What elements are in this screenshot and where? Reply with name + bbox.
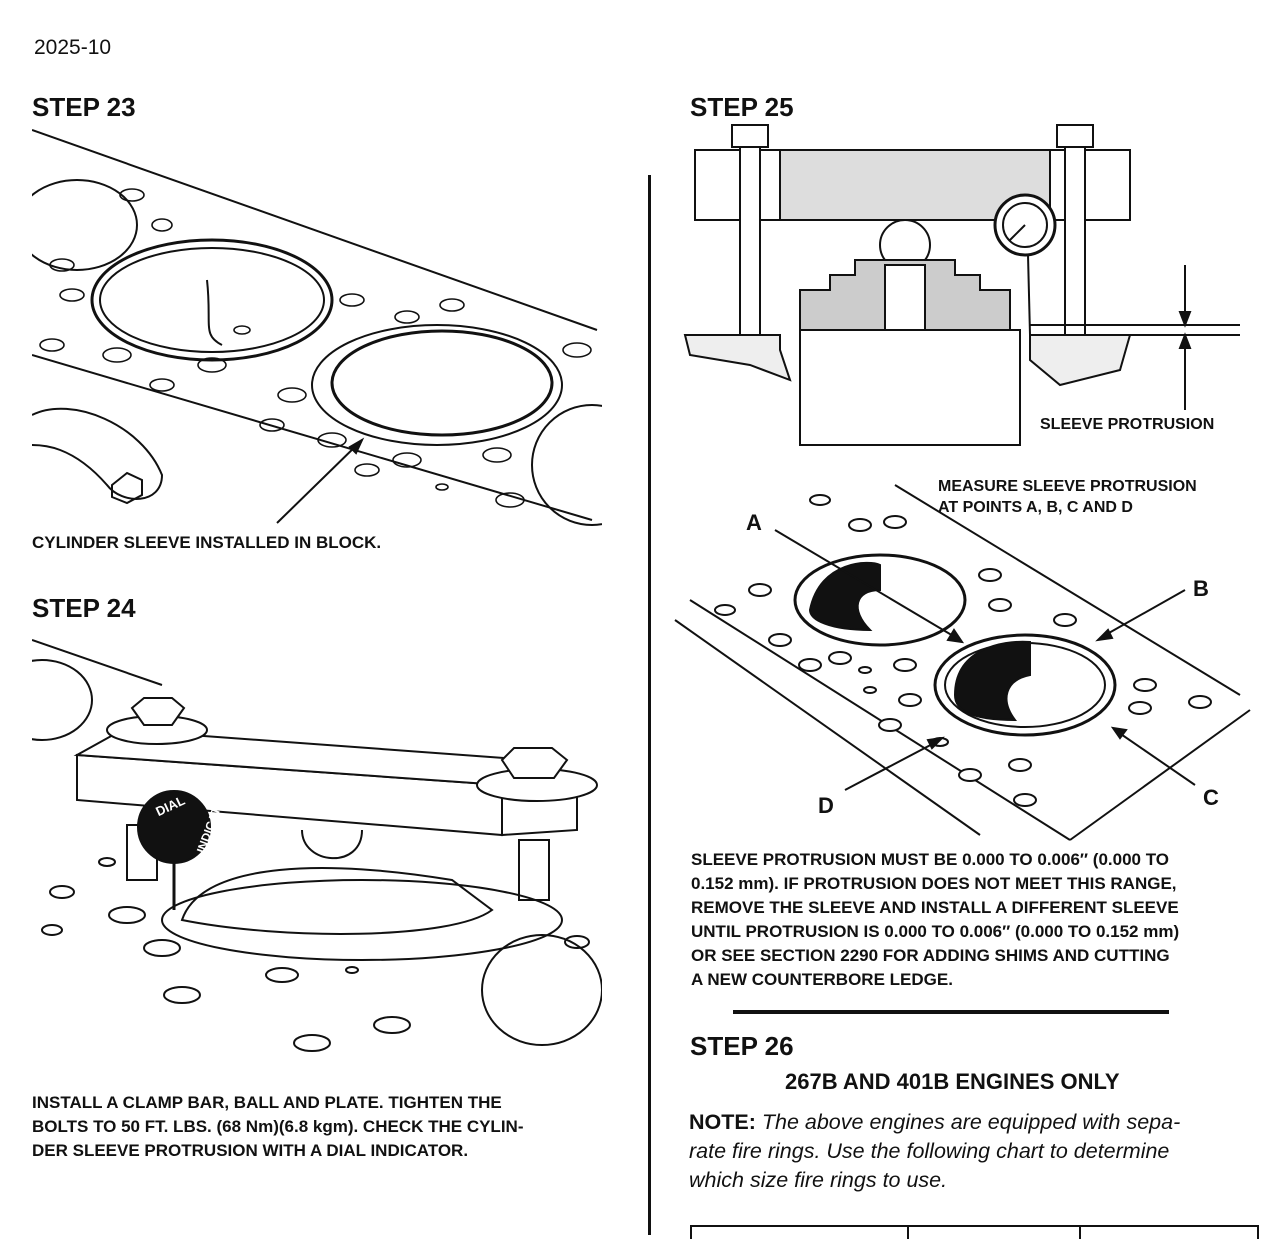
step-23-illustration (32, 129, 602, 526)
body-line: REMOVE THE SLEEVE AND INSTALL A DIFFEREN… (691, 898, 1179, 917)
measure-line: MEASURE SLEEVE PROTRUSION (938, 478, 1197, 495)
note-line: which size fire rings to use. (689, 1168, 948, 1192)
step-26-subtitle: 267B AND 401B ENGINES ONLY (785, 1069, 1120, 1094)
body-line: 0.152 mm). IF PROTRUSION DOES NOT MEET T… (691, 874, 1177, 893)
step-23-title: STEP 23 (32, 92, 136, 122)
point-c-label: C (1203, 785, 1219, 810)
step-25-body: SLEEVE PROTRUSION MUST BE 0.000 TO 0.006… (691, 848, 1179, 992)
step-25-points-illustration (674, 484, 1251, 841)
step-24-illustration: DIAL INDICATOR (32, 639, 602, 1052)
caption-line: INSTALL A CLAMP BAR, BALL AND PLATE. TIG… (32, 1093, 502, 1112)
point-d-label: D (818, 793, 834, 818)
step-23-caption: CYLINDER SLEEVE INSTALLED IN BLOCK. (32, 533, 382, 552)
measure-instruction: MEASURE SLEEVE PROTRUSION AT POINTS A, B… (938, 476, 1197, 518)
point-a-label: A (746, 510, 762, 535)
sleeve-protrusion-label: SLEEVE PROTRUSION (1040, 416, 1215, 433)
note-line: rate fire rings. Use the following chart… (689, 1139, 1170, 1163)
caption-line: DER SLEEVE PROTRUSION WITH A DIAL INDICA… (32, 1141, 469, 1160)
body-line: A NEW COUNTERBORE LEDGE. (691, 970, 953, 989)
point-b-label: B (1193, 576, 1209, 601)
measure-line: AT POINTS A, B, C AND D (938, 499, 1133, 516)
body-line: SLEEVE PROTRUSION MUST BE 0.000 TO 0.006… (691, 850, 1170, 869)
caption-line: BOLTS TO 50 FT. LBS. (68 Nm)(6.8 kgm). C… (32, 1117, 524, 1136)
step-26-title: STEP 26 (690, 1031, 794, 1061)
step-25-section-illustration (683, 124, 1240, 446)
section-rule (733, 1010, 1169, 1014)
step-24-title: STEP 24 (32, 593, 136, 623)
note-line: The above engines are equipped with sepa… (761, 1110, 1181, 1134)
column-divider (648, 175, 651, 1235)
body-line: UNTIL PROTRUSION IS 0.000 TO 0.006″ (0.0… (691, 922, 1180, 941)
body-line: OR SEE SECTION 2290 FOR ADDING SHIMS AND… (691, 946, 1170, 965)
note-label: NOTE: (689, 1110, 756, 1134)
page-number: 2025-10 (34, 36, 112, 59)
step-25-title: STEP 25 (690, 92, 794, 122)
step-26-note: NOTE: The above engines are equipped wit… (689, 1108, 1180, 1195)
step-24-caption: INSTALL A CLAMP BAR, BALL AND PLATE. TIG… (32, 1091, 523, 1163)
fire-ring-chart-top (690, 1225, 1259, 1239)
